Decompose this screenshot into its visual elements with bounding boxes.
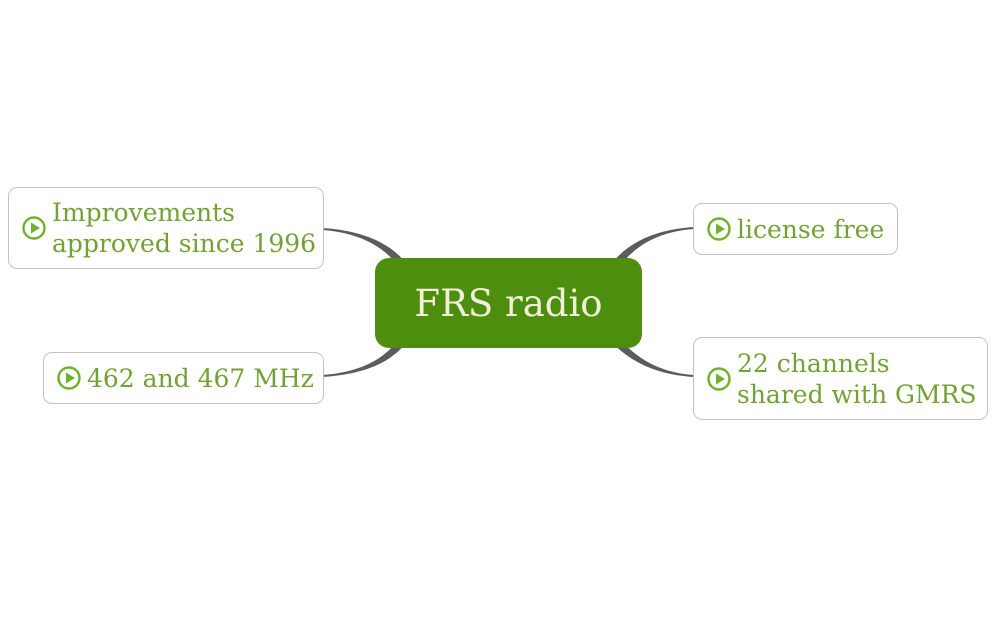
node-improvements[interactable]: Improvements approved since 1996 [8,187,324,269]
circled-play-icon[interactable] [706,216,732,242]
node-label: Improvements approved since 1996 [52,197,316,259]
node-label-line: license free [737,214,885,244]
node-label-line: 462 and 467 MHz [87,363,314,393]
root-node-frs-radio[interactable]: FRS radio [375,258,642,348]
circled-play-icon[interactable] [56,365,82,391]
node-label: 22 channels shared with GMRS [737,348,977,410]
circled-play-icon[interactable] [706,366,732,392]
node-label-line: shared with GMRS [737,379,977,409]
node-channels[interactable]: 22 channels shared with GMRS [693,337,988,420]
node-mhz[interactable]: 462 and 467 MHz [43,352,324,404]
node-license[interactable]: license free [693,203,898,255]
node-label-line: Improvements [52,198,235,227]
node-label-line: approved since 1996 [52,229,317,258]
root-node-label: FRS radio [414,281,603,325]
node-label: 462 and 467 MHz [87,363,314,394]
node-label: license free [737,214,884,245]
circled-play-icon[interactable] [21,215,47,241]
node-label-line: 22 channels [737,348,890,378]
